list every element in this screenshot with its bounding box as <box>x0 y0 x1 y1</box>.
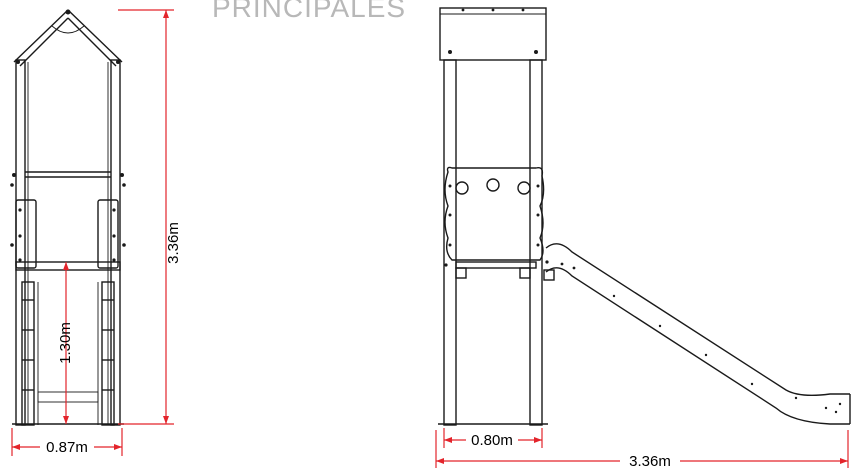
dimension-front-width: 0.87m <box>46 439 88 456</box>
front-view <box>10 9 126 426</box>
front-ladder <box>12 281 124 426</box>
side-platform <box>444 260 555 281</box>
dimension-side-length: 3.36m <box>629 453 671 470</box>
front-rails <box>12 171 124 178</box>
section-heading: PRINCIPALES <box>212 0 407 23</box>
side-roof-box <box>439 7 547 61</box>
front-posts <box>15 59 121 426</box>
front-side-panels <box>10 183 126 269</box>
side-dimensions <box>435 428 849 468</box>
dimension-platform-height: 1.30m <box>57 322 74 364</box>
side-posts <box>443 59 543 426</box>
side-panel <box>444 166 545 261</box>
dimension-side-width: 0.80m <box>471 432 513 449</box>
front-dimensions <box>11 9 174 456</box>
side-view <box>438 7 851 426</box>
front-roof <box>13 9 123 67</box>
dimension-front-height: 3.36m <box>165 222 182 264</box>
slide <box>545 243 851 425</box>
